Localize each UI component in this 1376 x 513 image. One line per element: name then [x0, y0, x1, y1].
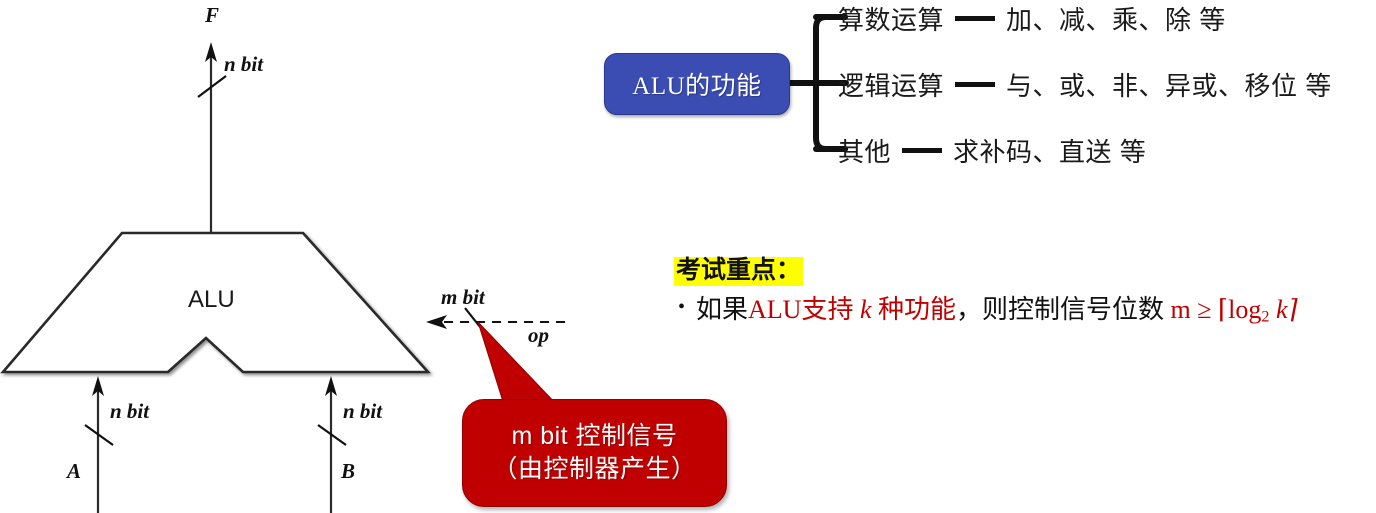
mindmap-branch-arithmetic: 算数运算 加、减、乘、除 等 — [838, 0, 1226, 37]
branch-key-2: 其他 — [838, 137, 892, 167]
branch-dash-icon-2 — [902, 148, 943, 153]
branch-key-1: 逻辑运算 — [838, 71, 945, 101]
input-width-label-a: n bit — [110, 399, 150, 423]
branch-key-0: 算数运算 — [838, 5, 945, 35]
exam-focus-heading: 考试重点： — [674, 257, 804, 286]
mindmap-root-label: ALU的功能 — [632, 73, 762, 100]
mindmap-root-node: ALU的功能 — [604, 53, 790, 115]
exam-seg-0: 如果 — [696, 295, 749, 324]
input-label-a: A — [67, 459, 82, 483]
alu-trapezoid — [0, 231, 431, 374]
control-width-label: m bit — [441, 285, 485, 309]
exam-seg-4: ，则控制信号位数 — [956, 295, 1171, 324]
branch-dash-icon-1 — [955, 82, 996, 87]
input-bus-slash-b — [317, 424, 347, 446]
exam-seg-2: k — [859, 295, 872, 324]
mindmap-branch-other: 其他 求补码、直送 等 — [838, 132, 1146, 169]
bullet-marker-icon: • — [678, 296, 686, 318]
branch-value-0: 加、减、乘、除 等 — [1006, 5, 1226, 35]
exam-focus-text: 如果ALU支持 k 种功能，则控制信号位数 m ≥ ⌈log2 k⌉ — [696, 294, 1298, 328]
output-arrowhead-f — [205, 42, 217, 62]
input-label-b: B — [341, 459, 356, 483]
exam-seg-6: 2 — [1261, 308, 1270, 326]
callout-line-1: m bit 控制信号 — [511, 422, 678, 450]
callout-line-2: （由控制器产生） — [492, 455, 697, 483]
control-label-op: op — [528, 323, 549, 347]
alu-block-label: ALU — [188, 286, 235, 313]
input-arrowhead-b — [325, 376, 337, 396]
branch-dash-icon-0 — [955, 16, 996, 21]
exam-seg-7: k⌉ — [1269, 295, 1298, 324]
output-width-label: n bit — [224, 52, 264, 76]
control-signal-callout: m bit 控制信号 （由控制器产生） — [462, 399, 727, 507]
exam-focus-bullet: • 如果ALU支持 k 种功能，则控制信号位数 m ≥ ⌈log2 k⌉ — [678, 294, 1298, 328]
branch-value-2: 求补码、直送 等 — [953, 137, 1147, 167]
exam-seg-5: m ≥ ⌈log — [1170, 295, 1262, 324]
branch-value-1: 与、或、非、异或、移位 等 — [1006, 71, 1332, 101]
input-arrowhead-a — [92, 376, 104, 396]
input-width-label-b: n bit — [343, 399, 383, 423]
output-label-f: F — [205, 3, 220, 27]
mindmap-branch-logic: 逻辑运算 与、或、非、异或、移位 等 — [838, 66, 1332, 103]
exam-seg-1: ALU支持 — [748, 295, 860, 324]
output-bus-slash-f — [197, 75, 227, 98]
input-bus-slash-a — [84, 424, 114, 446]
exam-seg-3: 种功能 — [871, 295, 957, 324]
control-arrowhead-op — [426, 315, 447, 329]
